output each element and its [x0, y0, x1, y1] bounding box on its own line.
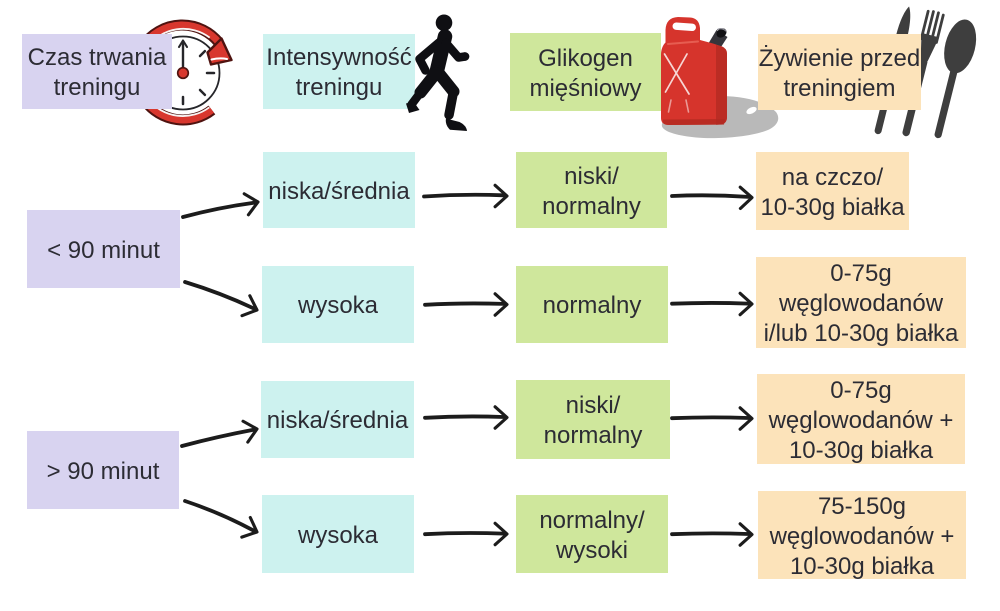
header-intensity: Intensywność treningu [263, 34, 415, 109]
header-line: Intensywność [266, 44, 412, 71]
spoon-icon [934, 19, 977, 139]
arrow-glycogen3-nutrition3 [670, 406, 754, 431]
arrow-duration1-intensity1 [181, 192, 260, 219]
header-glycogen: Glikogen mięśniowy [510, 33, 661, 111]
node-nutrition-2: 0-75g węglowodanów i/lub 10-30g białka [756, 257, 966, 348]
arrow-glycogen1-nutrition1 [670, 185, 754, 211]
arrow-duration2-intensity4 [183, 499, 259, 539]
arrow-intensity2-glycogen2 [423, 292, 509, 317]
header-line: Żywienie przed [758, 44, 921, 72]
arrow-intensity4-glycogen4 [423, 521, 509, 547]
node-intensity-4: wysoka [262, 495, 414, 573]
header-duration: Czas trwania treningu [22, 34, 172, 109]
header-line: treningiem [783, 74, 896, 102]
arrow-duration2-intensity3 [180, 419, 259, 448]
node-duration-2: > 90 minut [27, 431, 179, 509]
node-glycogen-1: niski/ normalny [516, 152, 667, 228]
node-intensity-3: niska/średnia [261, 381, 414, 458]
header-nutrition: Żywienie przed treningiem [758, 34, 921, 110]
arrow-intensity1-glycogen1 [422, 183, 509, 209]
node-intensity-1: niska/średnia [263, 152, 415, 228]
arrow-glycogen4-nutrition4 [670, 522, 754, 547]
header-line: Glikogen [538, 44, 633, 72]
node-nutrition-3: 0-75g węglowodanów + 10-30g białka [757, 374, 965, 464]
header-line: treningu [53, 74, 141, 101]
node-nutrition-4: 75-150g węglowodanów + 10-30g białka [758, 491, 966, 580]
runner-icon [406, 14, 470, 131]
header-line: Czas trwania [27, 44, 167, 71]
fuel-canister-icon [661, 17, 728, 125]
arrow-duration1-intensity2 [183, 280, 259, 318]
node-nutrition-1: na czczo/ 10-30g białka [756, 152, 909, 230]
header-line: mięśniowy [529, 74, 642, 102]
node-glycogen-2: normalny [516, 266, 668, 343]
node-glycogen-3: niski/ normalny [516, 380, 670, 459]
header-line: treningu [295, 74, 383, 101]
arrow-glycogen2-nutrition2 [670, 291, 754, 317]
arrow-intensity3-glycogen3 [423, 405, 509, 430]
node-duration-1: < 90 minut [27, 210, 180, 288]
node-intensity-2: wysoka [262, 266, 414, 343]
node-glycogen-4: normalny/ wysoki [516, 495, 668, 573]
